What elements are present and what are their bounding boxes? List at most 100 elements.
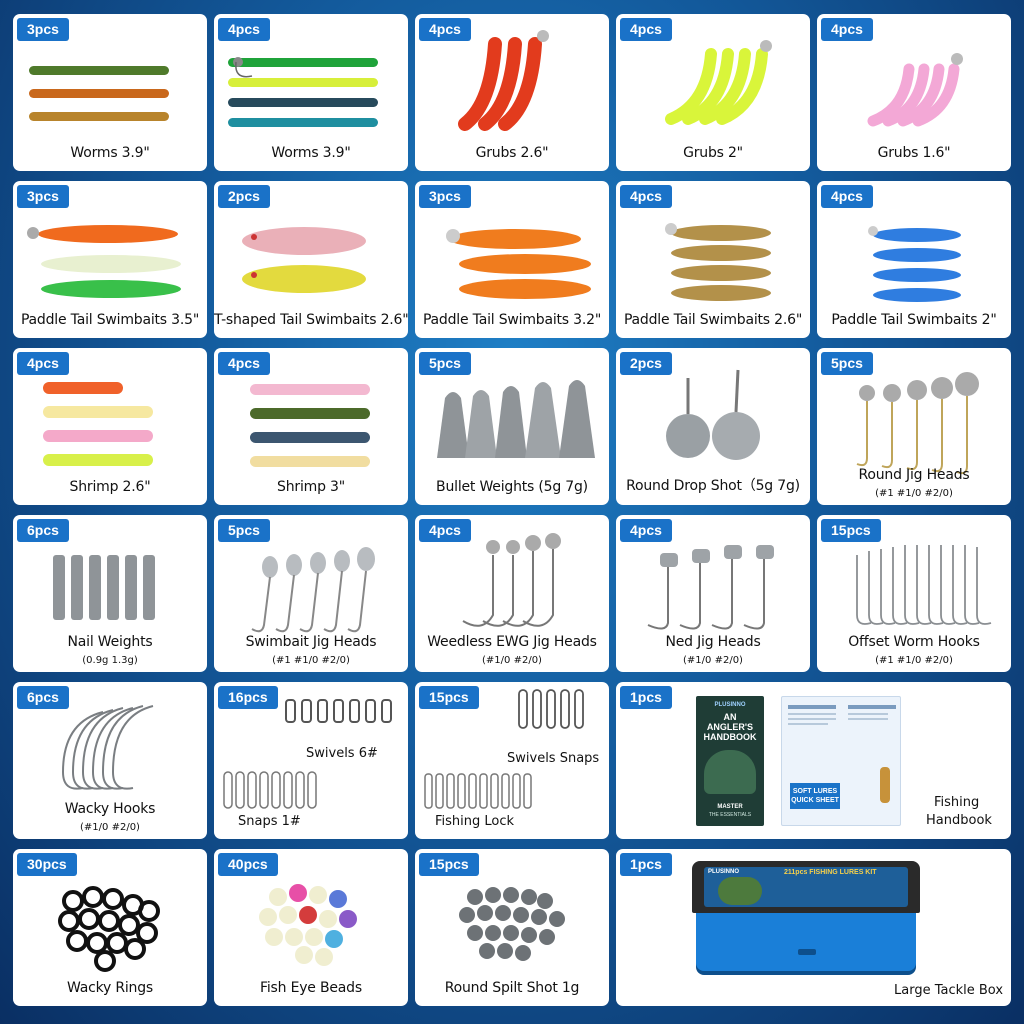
count-badge: 3pcs <box>17 185 69 208</box>
count-badge: 40pcs <box>218 853 278 876</box>
count-badge: 4pcs <box>620 185 672 208</box>
item-paddle-35: 3pcs Paddle Tail Swimbaits 3.5" <box>13 181 207 338</box>
jig-heads-image <box>856 372 979 475</box>
handbook-cover: PLUSINNO AN ANGLER'S HANDBOOK MASTER THE… <box>696 696 764 826</box>
count-badge: 5pcs <box>419 352 471 375</box>
item-tshaped-26: 2pcs T-shaped Tail Swimbaits 2.6" <box>214 181 408 338</box>
item-label: Paddle Tail Swimbaits 2" <box>831 312 997 328</box>
item-round-jig-heads: 5pcs Round Jig Heads (#1 #1/0 #2/0) <box>817 348 1011 505</box>
item-label: Shrimp 2.6" <box>69 479 151 495</box>
item-offset-worm-hooks: 15pcs Offset Worm Hooks (#1 #1/0 #2/0) <box>817 515 1011 672</box>
count-badge: 1pcs <box>620 686 672 709</box>
count-badge: 15pcs <box>821 519 881 542</box>
wacky-rings-image <box>58 886 160 972</box>
count-badge: 4pcs <box>620 519 672 542</box>
item-label: Large Tackle Box <box>894 983 1004 998</box>
jig-heads-image <box>251 547 375 633</box>
item-label: Ned Jig Heads <box>665 634 761 650</box>
item-label: Weedless EWG Jig Heads <box>427 634 597 650</box>
cheat-sheet: SOFT LURES QUICK SHEET <box>781 696 901 826</box>
item-label: Swimbait Jig Heads <box>245 634 377 650</box>
jig-heads-image <box>462 533 561 627</box>
bullet-weights-image <box>437 380 595 458</box>
count-badge: 4pcs <box>218 18 270 41</box>
item-label: Round Spilt Shot 1g <box>444 980 580 996</box>
item-ned-jig-heads: 4pcs Ned Jig Heads (#1/0 #2/0) <box>616 515 810 672</box>
hooks-image <box>856 545 992 625</box>
hooks-image <box>61 705 154 790</box>
count-badge: 4pcs <box>419 519 471 542</box>
shrimp-image <box>43 382 153 466</box>
box-brand: PLUSINNO <box>708 869 740 875</box>
fishing-lock-label: Fishing Lock <box>435 814 515 829</box>
count-badge: 15pcs <box>419 686 479 709</box>
item-label: Grubs 2.6" <box>475 145 549 161</box>
item-label: Shrimp 3" <box>277 479 345 495</box>
box-latch <box>798 949 816 955</box>
count-badge: 2pcs <box>620 352 672 375</box>
split-shot-image <box>459 887 565 961</box>
swimbaits-image <box>868 226 961 302</box>
snaps-label: Snaps 1# <box>238 814 301 829</box>
item-label: Grubs 1.6" <box>877 145 951 161</box>
handbook-label-1: Fishing <box>934 795 980 810</box>
item-grubs-26: 4pcs Grubs 2.6" <box>415 14 609 171</box>
item-label: Paddle Tail Swimbaits 3.2" <box>422 312 602 328</box>
grubs-image <box>665 40 772 125</box>
item-grubs-2: 4pcs Grubs 2" <box>616 14 810 171</box>
tackle-box-lid: PLUSINNO 211pcs FISHING LURES KIT <box>692 861 920 913</box>
grubs-image <box>458 30 549 131</box>
item-paddle-2: 4pcs Paddle Tail Swimbaits 2" <box>817 181 1011 338</box>
item-label: Worms 3.9" <box>70 145 150 161</box>
item-sizes: (#1 #1/0 #2/0) <box>875 655 953 666</box>
count-badge: 2pcs <box>218 185 270 208</box>
handbook-label-2: Handbook <box>926 813 992 828</box>
item-swimbait-jig-heads: 5pcs Swimbait Jig Heads (#1 #1/0 #2/0) <box>214 515 408 672</box>
item-fishing-handbook: PLUSINNO AN ANGLER'S HANDBOOK MASTER THE… <box>616 682 1011 839</box>
bass-illustration <box>704 750 756 794</box>
jig-heads-image <box>647 545 774 630</box>
item-split-shot: 15pcs Round Spilt Shot 1g <box>415 849 609 1006</box>
swimbaits-image <box>242 227 366 293</box>
item-wacky-rings: 30pcs Wacky Rings <box>13 849 207 1006</box>
item-bullet-weights: 5pcs Bullet Weights (5g 7g) <box>415 348 609 505</box>
drop-shot-image <box>666 369 760 460</box>
item-label: Round Drop Shot（5g 7g) <box>626 478 800 494</box>
item-paddle-32: 3pcs Paddle Tail Swimbaits 3.2" <box>415 181 609 338</box>
swivel-snaps-image <box>424 689 584 809</box>
item-sizes: (#1/0 #2/0) <box>683 655 743 666</box>
item-swivels-snaps-1: 16pcs Swivels 6# Snaps 1# <box>214 682 408 839</box>
swivels-image <box>223 699 392 809</box>
item-weedless-ewg: 4pcs Weedless EWG Jig Heads (#1/0 #2/0) <box>415 515 609 672</box>
item-label: Offset Worm Hooks <box>848 634 980 650</box>
item-label: Fish Eye Beads <box>260 980 362 996</box>
grubs-image <box>867 53 963 127</box>
swimbaits-image <box>446 229 591 299</box>
count-badge: 16pcs <box>218 686 278 709</box>
swivels-label: Swivels 6# <box>306 746 378 761</box>
worms-image <box>228 57 378 127</box>
item-round-drop-shot: 2pcs Round Drop Shot（5g 7g) <box>616 348 810 505</box>
count-badge: 4pcs <box>620 18 672 41</box>
item-grubs-16: 4pcs Grubs 1.6" <box>817 14 1011 171</box>
handbook-title: AN ANGLER'S HANDBOOK <box>703 712 757 742</box>
item-label: Paddle Tail Swimbaits 3.5" <box>20 312 200 328</box>
item-label: T-shaped Tail Swimbaits 2.6" <box>214 312 408 328</box>
item-shrimp-26: 4pcs Shrimp 2.6" <box>13 348 207 505</box>
count-badge: 5pcs <box>218 519 270 542</box>
count-badge: 1pcs <box>620 853 672 876</box>
item-label: Bullet Weights (5g 7g) <box>436 479 588 495</box>
item-worms-2: 4pcs Worms 3.9" <box>214 14 408 171</box>
item-label: Round Jig Heads <box>858 467 970 483</box>
count-badge: 5pcs <box>821 352 873 375</box>
count-badge: 15pcs <box>419 853 479 876</box>
count-badge: 4pcs <box>419 18 471 41</box>
item-sizes: (0.9g 1.3g) <box>82 655 138 666</box>
nail-weights-image <box>53 555 155 620</box>
item-label: Nail Weights <box>67 634 153 650</box>
beads-image <box>259 884 357 966</box>
count-badge: 4pcs <box>821 185 873 208</box>
item-shrimp-3: 4pcs Shrimp 3" <box>214 348 408 505</box>
item-sizes: (#1 #1/0 #2/0) <box>875 488 953 499</box>
count-badge: 30pcs <box>17 853 77 876</box>
